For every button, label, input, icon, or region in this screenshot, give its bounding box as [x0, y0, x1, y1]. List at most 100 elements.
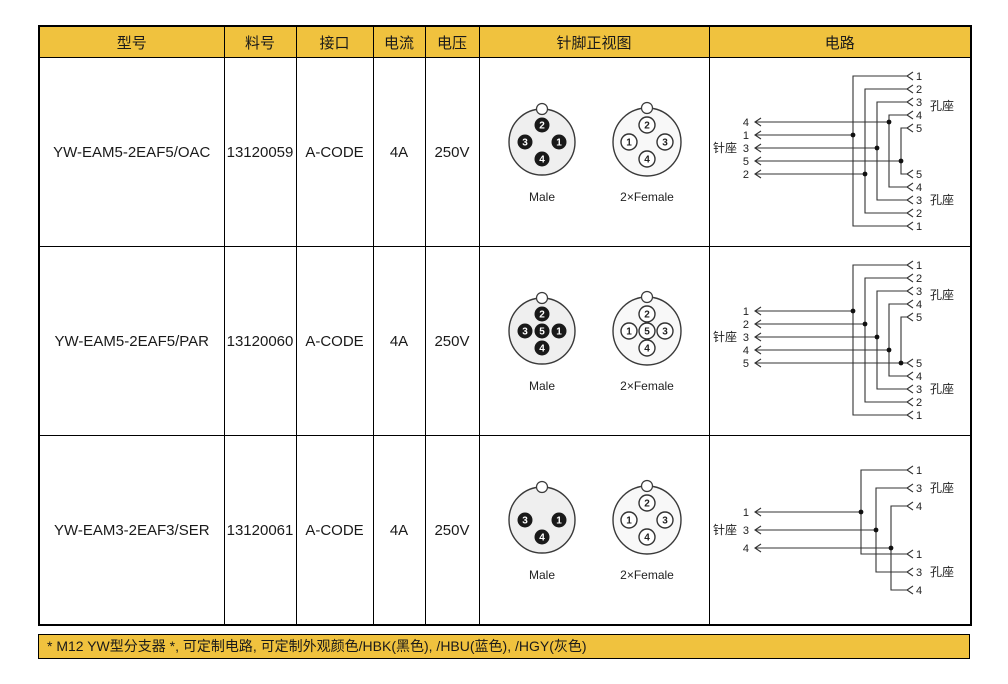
voltage-cell: 250V	[424, 435, 480, 626]
table-row: YW-EAM5-2EAF5/OAC 13120059 A-CODE 4A 250…	[38, 57, 972, 247]
male-pin-number: 3	[522, 516, 528, 527]
male-label: Male	[528, 190, 554, 204]
col-header-model: 型号	[38, 25, 225, 58]
male-pin-number: 4	[539, 533, 545, 544]
female-pin-number: 2	[644, 310, 650, 321]
model-cell: YW-EAM5-2EAF5/PAR	[38, 246, 225, 436]
terminal-number: 2	[743, 169, 749, 181]
female-pin-number: 4	[644, 533, 650, 544]
female-connector-face: 2 1 3 4	[611, 479, 682, 555]
terminal-number: 5	[916, 123, 922, 135]
female-label: 2×Female	[620, 190, 674, 204]
circuit-wires	[753, 71, 914, 231]
terminal-number: 1	[916, 465, 922, 477]
male-pin-number: 1	[556, 327, 562, 338]
hole-side-label: 孔座	[930, 287, 954, 302]
female-pin-number: 3	[662, 138, 668, 149]
terminal-number: 4	[916, 371, 922, 383]
pin-view-cell: 2 3 1 4 2 1 3 4 Male	[478, 57, 710, 247]
interface-cell: A-CODE	[295, 435, 374, 626]
hole-side-label: 孔座	[930, 192, 954, 207]
terminal-number: 1	[916, 260, 922, 272]
col-header-part-no: 料号	[223, 25, 297, 58]
terminal-number: 3	[743, 143, 749, 155]
male-pin-number: 4	[539, 344, 545, 355]
part-no-cell: 13120061	[223, 435, 297, 626]
part-no-cell: 13120059	[223, 57, 297, 247]
female-pin-number: 5	[644, 327, 650, 338]
female-pin-number: 3	[662, 516, 668, 527]
hole-side-label: 孔座	[930, 98, 954, 113]
current-cell: 4A	[372, 246, 426, 436]
terminal-number: 4	[916, 585, 922, 597]
male-label: Male	[528, 568, 554, 582]
terminal-number: 3	[743, 525, 749, 537]
voltage-cell: 250V	[424, 57, 480, 247]
female-label: 2×Female	[620, 568, 674, 582]
terminal-number: 1	[743, 306, 749, 318]
pin-face-diagram: 2 3 5 1 4 2 1 5 3	[507, 290, 682, 393]
terminal-number: 4	[743, 345, 749, 357]
interface-cell: A-CODE	[295, 246, 374, 436]
female-pin-number: 1	[626, 327, 632, 338]
male-pin-number: 1	[556, 516, 562, 527]
terminal-number: 1	[743, 507, 749, 519]
circuit-wires	[753, 260, 914, 420]
circuit-cell: 针座 1 3 4 1 3 4 孔座 1 3 4 孔座	[708, 435, 972, 626]
male-pin-number: 4	[539, 155, 545, 166]
terminal-number: 1	[916, 71, 922, 83]
terminal-number: 1	[916, 221, 922, 233]
terminal-number: 5	[743, 358, 749, 370]
male-label: Male	[528, 379, 554, 393]
junction-dots	[850, 308, 904, 366]
terminal-number: 4	[916, 182, 922, 194]
voltage-cell: 250V	[424, 246, 480, 436]
male-pin-number: 2	[539, 121, 545, 132]
terminal-number: 3	[916, 97, 922, 109]
terminal-number: 1	[743, 130, 749, 142]
col-header-voltage: 电压	[424, 25, 480, 58]
female-pin-number: 4	[644, 344, 650, 355]
col-header-current: 电流	[372, 25, 426, 58]
male-pin-number: 5	[539, 327, 545, 338]
pin-side-label: 针座	[713, 329, 737, 344]
product-spec-table: 型号 料号 接口 电流 电压 针脚正视图 电路 YW-EAM5-2EAF5/OA…	[38, 25, 972, 626]
female-connector-face: 2 1 5 3 4	[611, 290, 682, 366]
hole-side-label: 孔座	[930, 564, 954, 579]
model-cell: YW-EAM3-2EAF3/SER	[38, 435, 225, 626]
terminal-number: 2	[916, 397, 922, 409]
terminal-number: 2	[916, 273, 922, 285]
terminal-number: 1	[916, 410, 922, 422]
terminal-number: 5	[916, 312, 922, 324]
circuit-cell: 针座 1 2 3 4 5 1 2 3 4 5 孔座 5 4 3	[708, 246, 972, 436]
male-pin-number: 2	[539, 310, 545, 321]
junction-dots	[850, 119, 904, 177]
terminal-number: 3	[916, 567, 922, 579]
hole-side-label: 孔座	[930, 381, 954, 396]
terminal-number: 4	[743, 117, 749, 129]
table-row: YW-EAM3-2EAF3/SER 13120061 A-CODE 4A 250…	[38, 435, 972, 626]
pin-face-diagram: 2 3 1 4 2 1 3 4 Male	[507, 101, 682, 204]
col-header-interface: 接口	[295, 25, 374, 58]
model-cell: YW-EAM5-2EAF5/OAC	[38, 57, 225, 247]
terminal-number: 3	[916, 195, 922, 207]
female-pin-number: 4	[644, 155, 650, 166]
male-pin-number: 3	[522, 327, 528, 338]
terminal-number: 4	[916, 110, 922, 122]
male-pin-number: 1	[556, 138, 562, 149]
terminal-number: 4	[916, 299, 922, 311]
terminal-number: 3	[916, 483, 922, 495]
female-pin-number: 3	[662, 327, 668, 338]
female-pin-number: 2	[644, 499, 650, 510]
col-header-circuit: 电路	[708, 25, 972, 58]
terminal-number: 5	[743, 156, 749, 168]
footnote-bar: * M12 YW型分支器 *, 可定制电路, 可定制外观颜色/HBK(黑色), …	[38, 634, 970, 659]
current-cell: 4A	[372, 57, 426, 247]
pin-view-cell: 3 1 4 2 1 3 4 Male 2×Fe	[478, 435, 710, 626]
female-pin-number: 2	[644, 121, 650, 132]
pin-side-label: 针座	[713, 140, 737, 155]
hole-side-label: 孔座	[930, 480, 954, 495]
circuit-cell: 针座 4 1 3 5 2 1 2 3 4 5 孔座 5 4 3	[708, 57, 972, 247]
circuit-diagram: 针座 4 1 3 5 2 1 2 3 4 5 孔座 5 4 3	[713, 71, 954, 233]
pin-face-diagram: 3 1 4 2 1 3 4 Male 2×Fe	[507, 479, 682, 582]
